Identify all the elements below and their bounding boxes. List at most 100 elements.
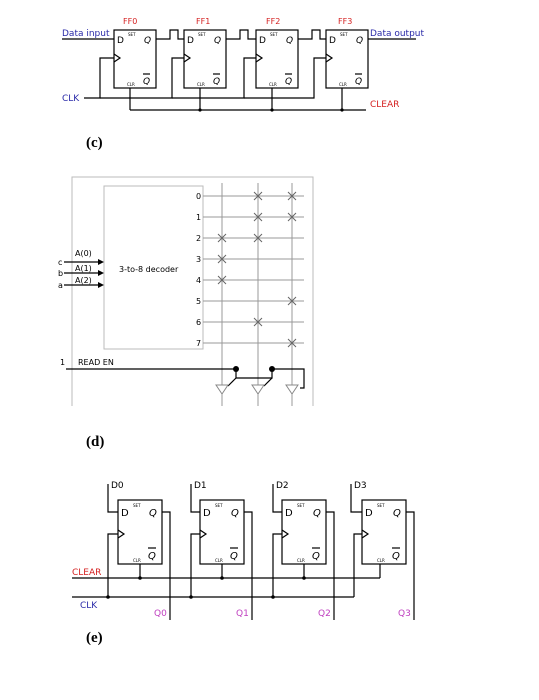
clear-junction-1 [198,108,202,112]
ff0-body [113,29,157,89]
ff3-set-pin: SET [340,32,348,37]
ff0-name: FF0 [123,17,137,26]
clk-tap-1 [190,533,200,597]
clk-dot-2 [271,595,275,599]
read-en-junction-1 [233,366,239,372]
decoder-label: 3-to-8 decoder [119,265,179,274]
reg-ff2-qbar-pin: Q [312,551,320,562]
buffer-enable-1 [263,377,273,387]
clear-label-c: CLEAR [370,100,399,110]
reg-ff3-d-pin: D [365,508,373,519]
read-en-label: READ EN [78,358,114,367]
ff1-body [183,29,227,89]
decoder-frame [71,176,314,406]
ff2-to-ff3-wire [298,29,326,40]
clear-dot-1 [220,576,224,580]
read-en-wire [66,368,305,389]
ff1-name: FF1 [196,17,210,26]
clk-tap-0 [107,533,118,597]
reg-ff1-qbar-pin: Q [230,551,238,562]
clk-label-e: CLK [80,601,98,611]
reg-ff0-clock-triangle [117,529,126,539]
output-3: 3 [196,255,201,264]
bit-r4-c0 [217,275,227,285]
reg-ff0-d-pin: D [121,508,129,519]
q1-wire [244,511,253,620]
reg-ff0-qbar-pin: Q [148,551,156,562]
bit-r6-c1 [253,317,263,327]
tri-state-buffer-0 [215,384,229,395]
reg-ff2-clock-triangle [281,529,290,539]
clk-tap-3 [353,533,362,597]
d3-label: D3 [354,481,367,491]
reg-ff3: D Q SET CLR Q [361,499,407,565]
tri-state-buffer-2 [285,384,299,395]
d2-wire [272,484,282,513]
clk-tap-2 [272,533,282,597]
ff0: FF0 D Q SET CLR Q [113,17,157,89]
reg-ff1-clr-pin: CLR [215,558,223,563]
ff2: FF2 D Q SET CLR Q [255,17,299,89]
ff1-clr-pin: CLR [197,82,205,87]
q3-label: Q3 [398,609,411,619]
bit-r7-c2 [287,338,297,348]
ff0-to-ff1-wire [156,29,184,40]
output-5: 5 [196,297,201,306]
clk-dot-1 [189,595,193,599]
clear-dot-0 [138,576,142,580]
ff0-clock-triangle [113,53,122,63]
ff1: FF1 D Q SET CLR Q [183,17,227,89]
reg-ff2-q-pin: Q [313,508,321,519]
ff3-clr-pin: CLR [339,82,347,87]
ff2-clock-triangle [255,53,264,63]
ff0-q-pin: Q [144,36,151,46]
ff1-clock-triangle [183,53,192,63]
data-output-label: Data output [370,29,425,39]
q0-wire [162,511,171,620]
read-en-value: 1 [60,358,65,367]
clk-dot-0 [106,595,110,599]
bit-r1-c1 [253,212,263,222]
ff2-d-pin: D [259,36,266,46]
output-4: 4 [196,276,201,285]
ff3-d-pin: D [329,36,336,46]
reg-ff1-q-pin: Q [231,508,239,519]
caption-c: (c) [86,135,103,151]
q2-wire [326,511,335,620]
reg-ff3-body [361,499,407,565]
bit-r2-c0 [217,233,227,243]
input-side-b: b [58,269,63,278]
q1-label: Q1 [236,609,249,619]
input-a0-arrow [98,259,104,265]
ff1-d-pin: D [187,36,194,46]
ff1-to-ff2-wire [226,29,256,40]
stored-bits [217,191,297,348]
clk-wire-c [84,57,114,99]
output-1: 1 [196,213,201,222]
ff3-body [325,29,369,89]
ff3-q-pin: Q [356,36,363,46]
clear-dot-2 [302,576,306,580]
input-a1-arrow [98,270,104,276]
q2-label: Q2 [318,609,331,619]
ff2-clr-pin: CLR [269,82,277,87]
q3-wire [406,511,415,620]
bit-r2-c1 [253,233,263,243]
d1-label: D1 [194,481,207,491]
ff0-set-pin: SET [128,32,136,37]
input-side-a: a [58,281,63,290]
read-en-junction-2 [269,366,275,372]
bit-r1-c2 [287,212,297,222]
ff1-q-pin: Q [214,36,221,46]
d3-wire [350,484,362,513]
ff1-set-pin: SET [198,32,206,37]
clear-label-e: CLEAR [72,568,101,578]
input-side-c: c [58,258,62,267]
reg-ff2: D Q SET CLR Q [281,499,327,565]
ff0-clr-pin: CLR [127,82,135,87]
input-a2-arrow [98,282,104,288]
reg-ff1-clock-triangle [199,529,208,539]
d2-label: D2 [276,481,289,491]
output-2: 2 [196,234,201,243]
